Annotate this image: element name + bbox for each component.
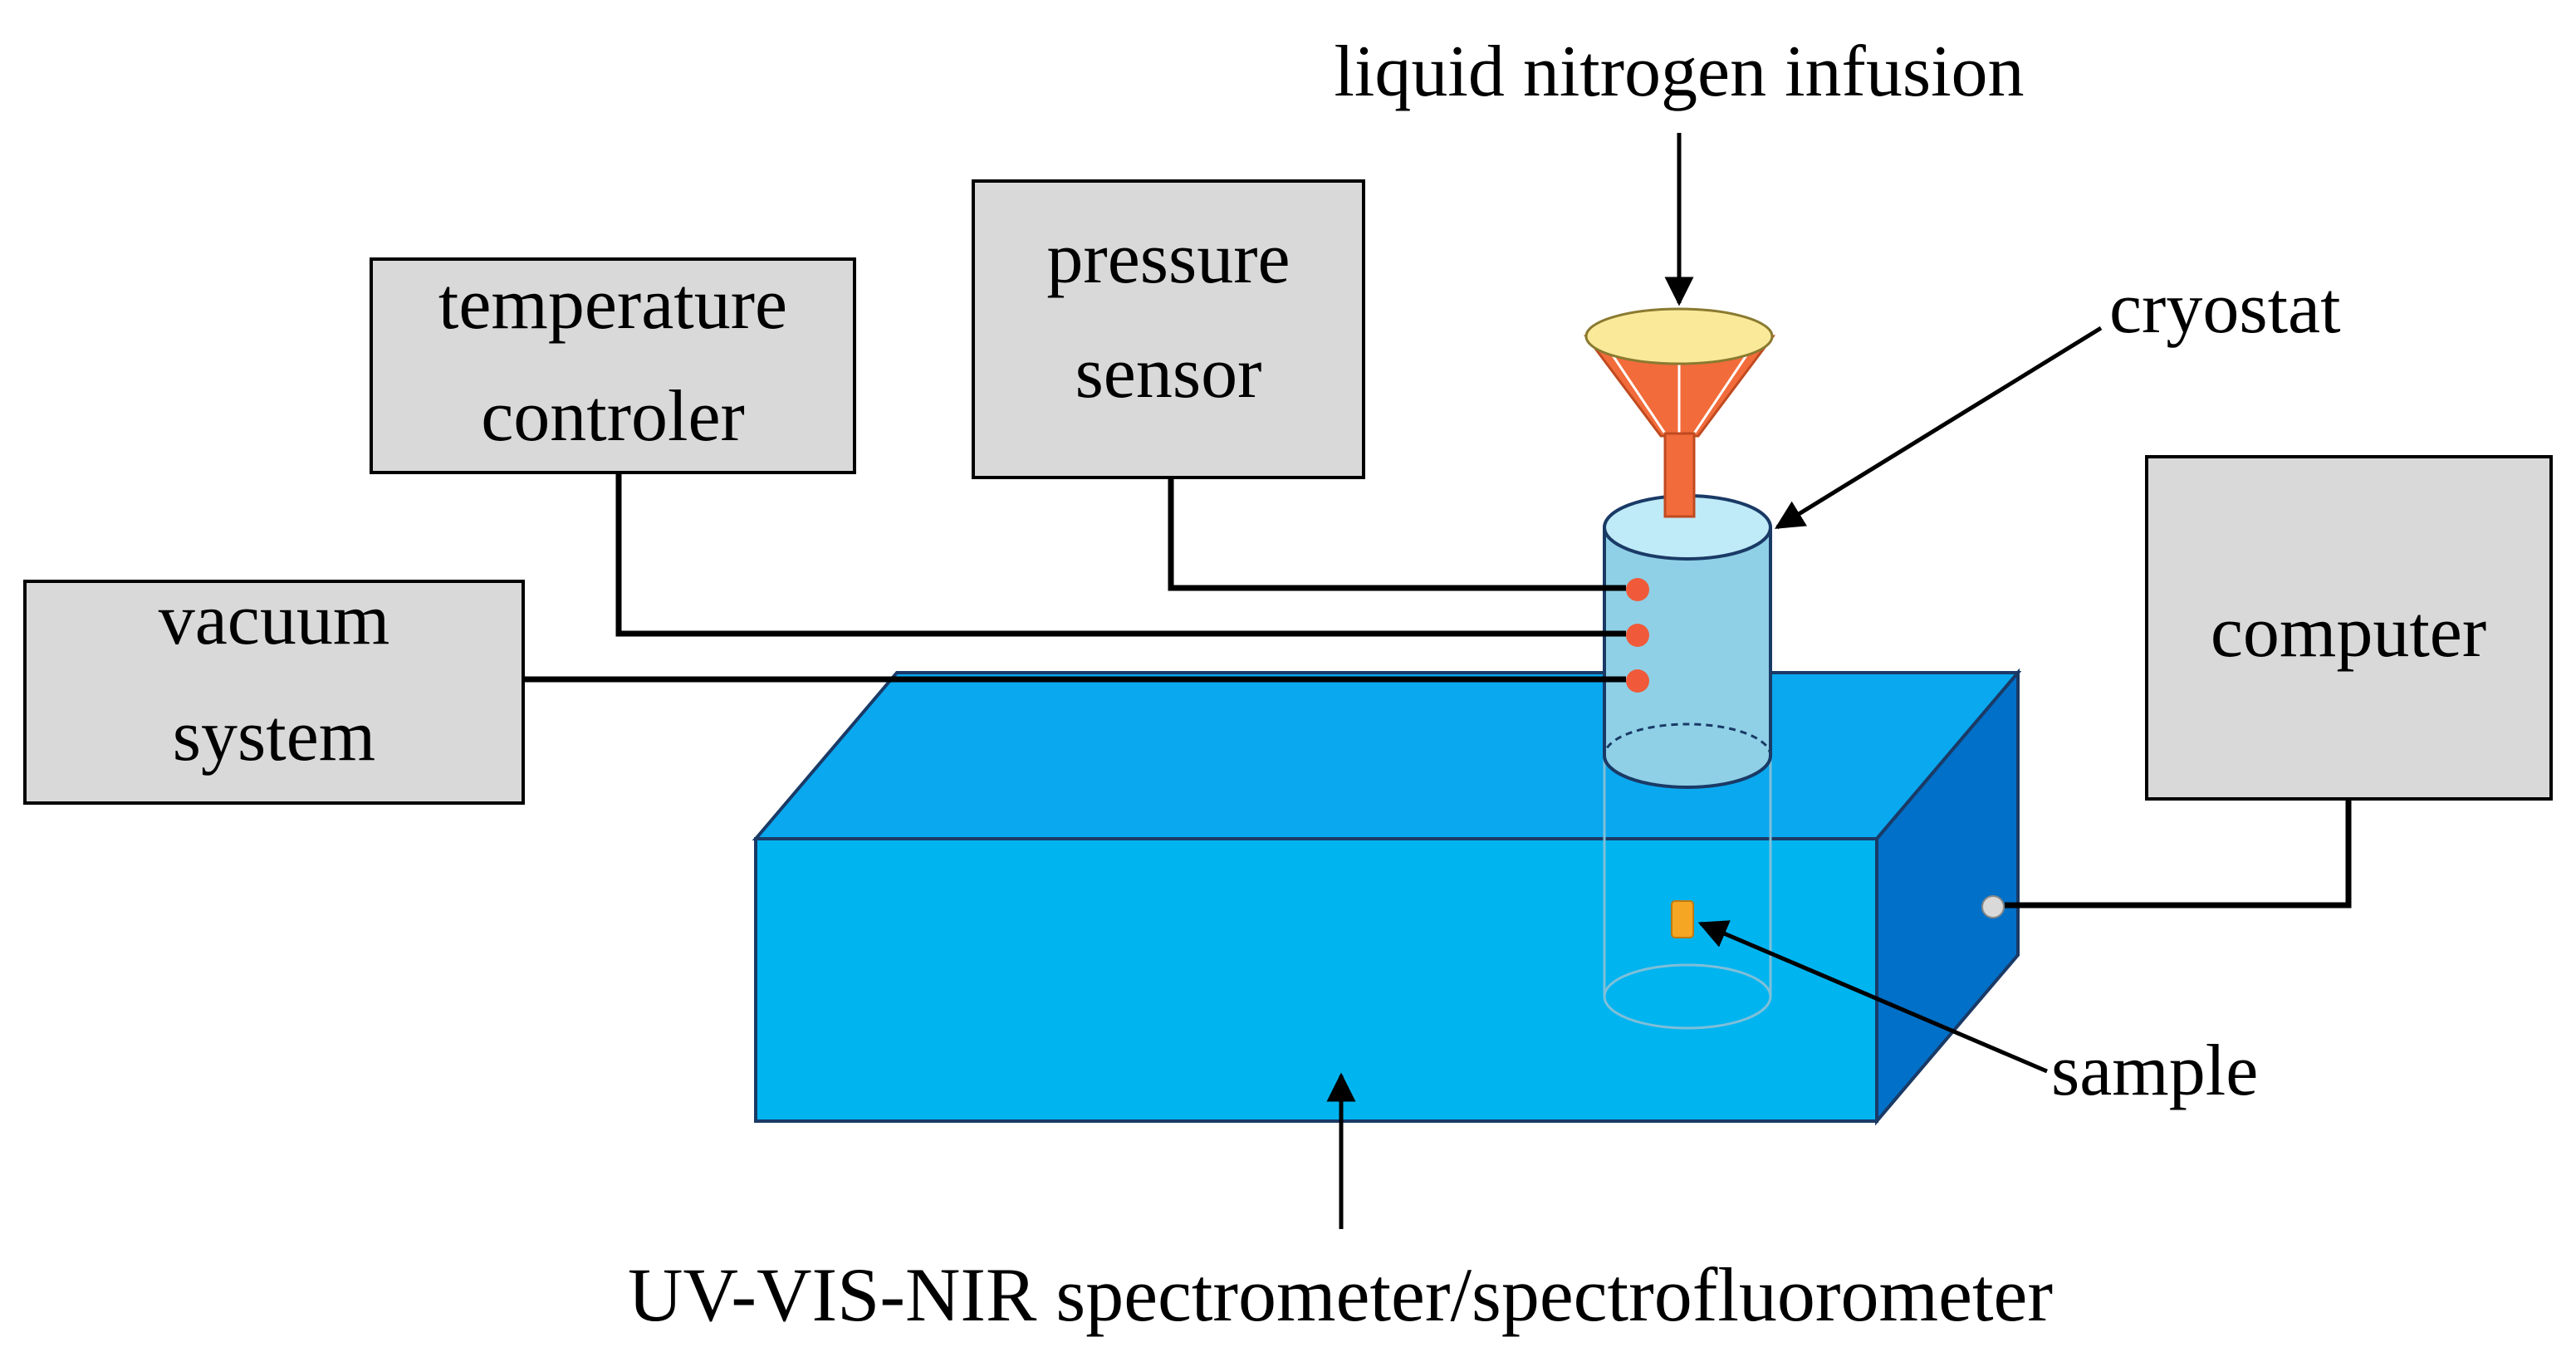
temperature-controller-box: temperature controler bbox=[370, 257, 856, 474]
cryostat-label: cryostat bbox=[2109, 268, 2341, 349]
port-temperature bbox=[1626, 624, 1649, 647]
computer-label: computer bbox=[2211, 592, 2486, 673]
spectrometer-box bbox=[752, 668, 2022, 1126]
cryostat-arrow bbox=[1775, 326, 2103, 530]
sample-label: sample bbox=[2051, 1031, 2258, 1111]
cryostat bbox=[1603, 494, 1772, 789]
arrows bbox=[1326, 133, 2103, 1229]
vacuum-system-line2: system bbox=[173, 696, 375, 776]
pressure-sensor-line2: sensor bbox=[1075, 333, 1262, 414]
temperature-controller-line bbox=[615, 473, 1626, 637]
pressure-sensor-line1: pressure bbox=[1046, 218, 1290, 299]
funnel bbox=[1584, 307, 1775, 518]
funnel-top bbox=[1584, 307, 1774, 365]
infusion-label: liquid nitrogen infusion bbox=[1334, 32, 2024, 112]
pressure-sensor-box: pressure sensor bbox=[972, 179, 1365, 479]
cryostat-lower bbox=[1603, 756, 1772, 1030]
temperature-controller-line2: controler bbox=[481, 376, 745, 457]
vacuum-system-box: vacuum system bbox=[23, 580, 525, 805]
sample-marker bbox=[1671, 900, 1694, 938]
vacuum-system-line1: vacuum bbox=[159, 580, 390, 660]
temperature-controller-line1: temperature bbox=[438, 264, 787, 345]
computer-box: computer bbox=[2145, 455, 2553, 801]
port-vacuum bbox=[1626, 669, 1649, 693]
spectrometer-port bbox=[1981, 895, 2005, 918]
port-pressure bbox=[1626, 578, 1649, 601]
computer-line bbox=[2005, 799, 2352, 909]
spectrometer-label: UV-VIS-NIR spectrometer/spectrofluoromet… bbox=[628, 1252, 2053, 1337]
spectrometer-top-face bbox=[752, 671, 2022, 840]
pressure-sensor-line bbox=[1168, 478, 1626, 591]
sample-arrow bbox=[1697, 920, 2048, 1074]
spectrometer-front-face bbox=[754, 837, 1878, 1123]
connections bbox=[523, 473, 2352, 909]
